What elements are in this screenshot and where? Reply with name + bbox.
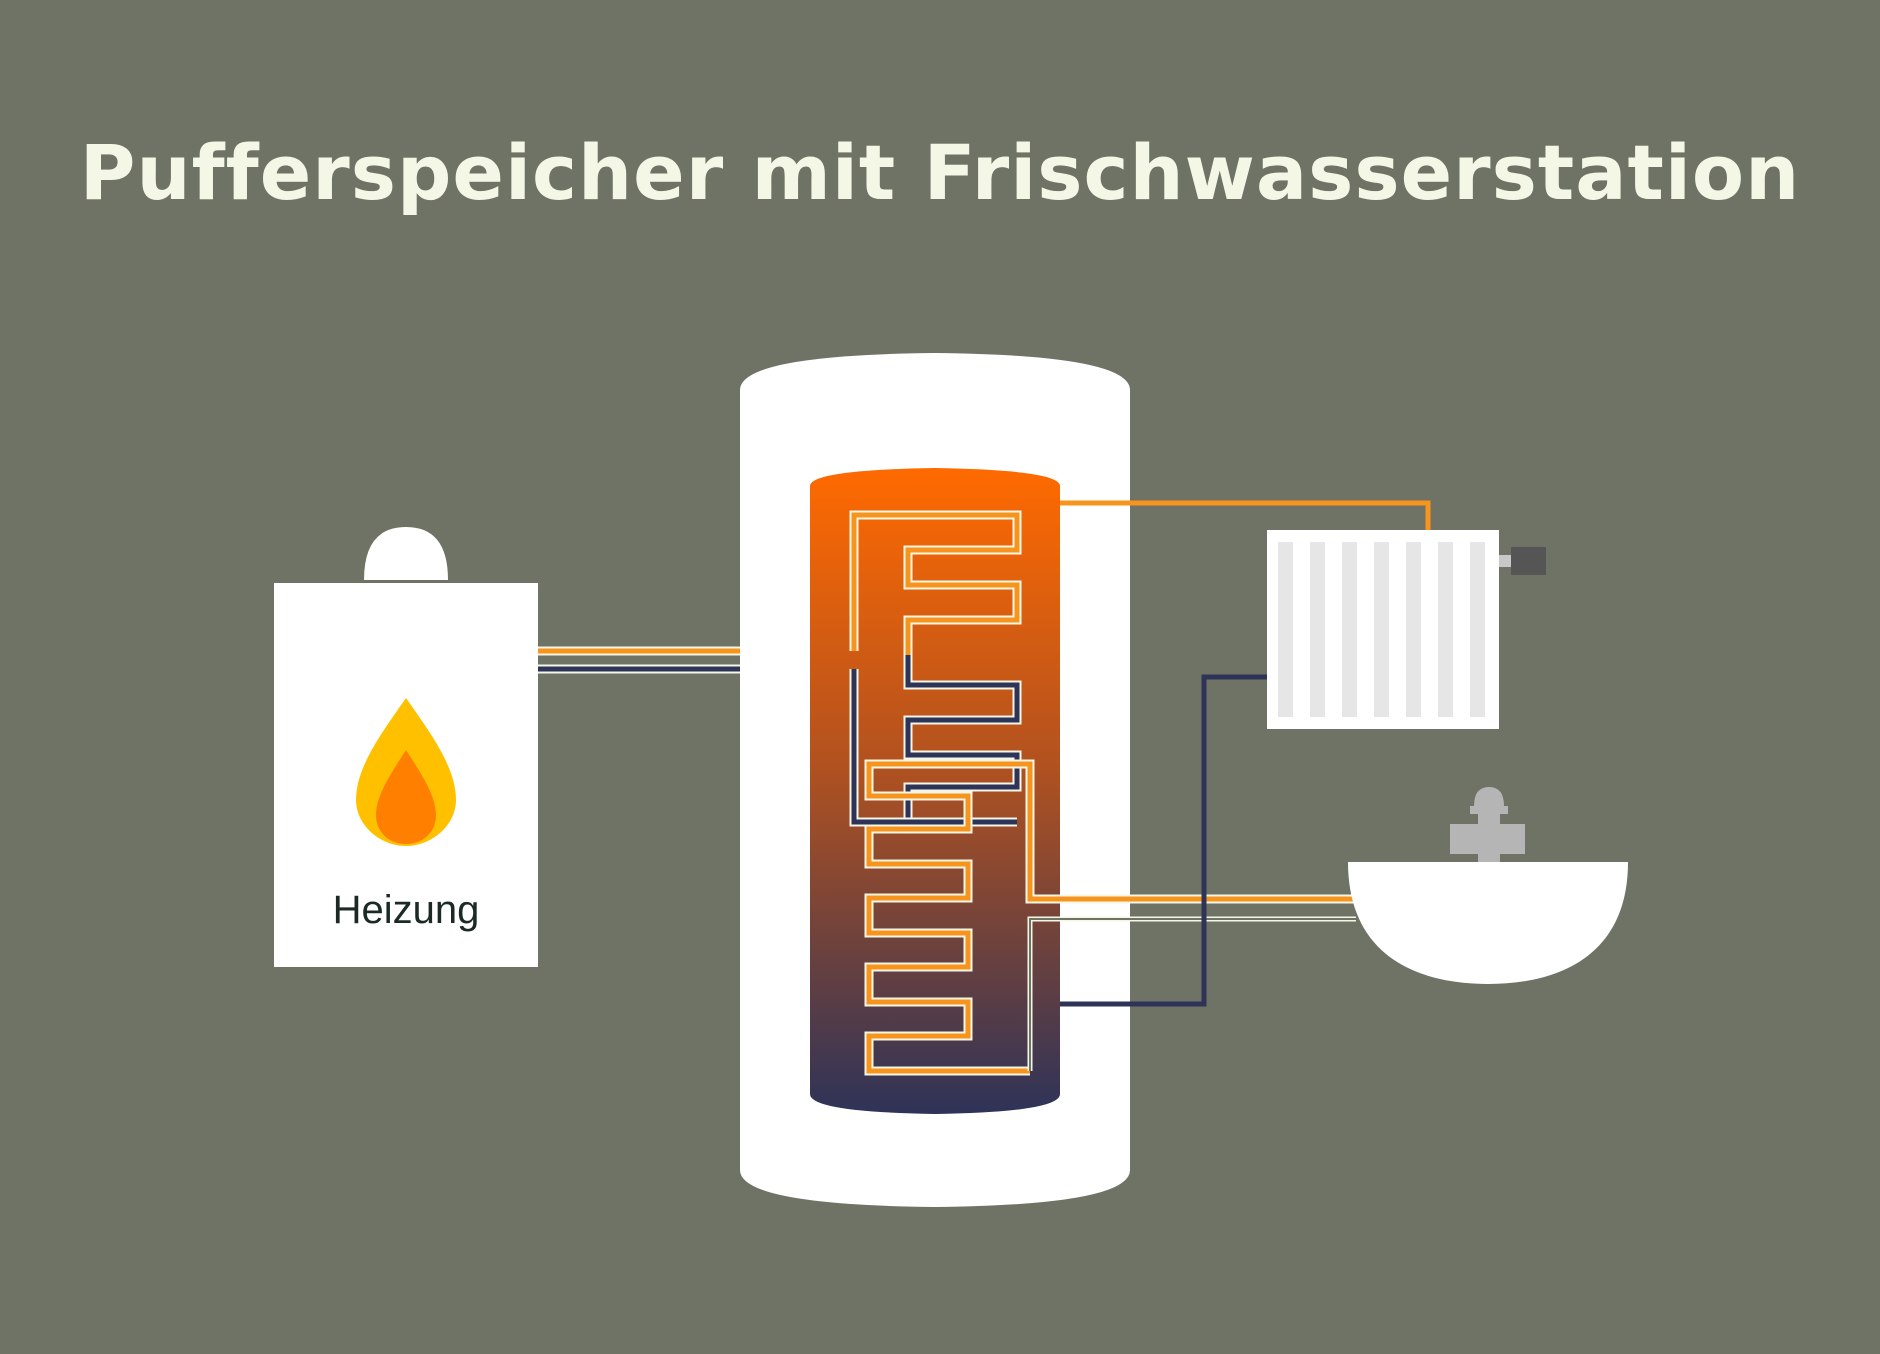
lower-freshwater-coil — [864, 759, 1356, 1076]
gas-boiler-icon — [274, 527, 538, 967]
radiator-valve-icon — [1499, 547, 1546, 575]
radiator-icon — [1267, 530, 1546, 729]
faucet-icon — [1450, 787, 1525, 862]
sink-icon — [1348, 787, 1628, 984]
radiator-supply-pipe — [1060, 500, 1431, 530]
heater-label: Heizung — [332, 888, 480, 932]
buffer-tank-icon — [740, 353, 1130, 1207]
diagram-title: Pufferspeicher mit Frischwasserstation — [79, 128, 1801, 217]
radiator-return-pipe — [1060, 674, 1267, 1007]
flame-icon — [356, 698, 456, 846]
